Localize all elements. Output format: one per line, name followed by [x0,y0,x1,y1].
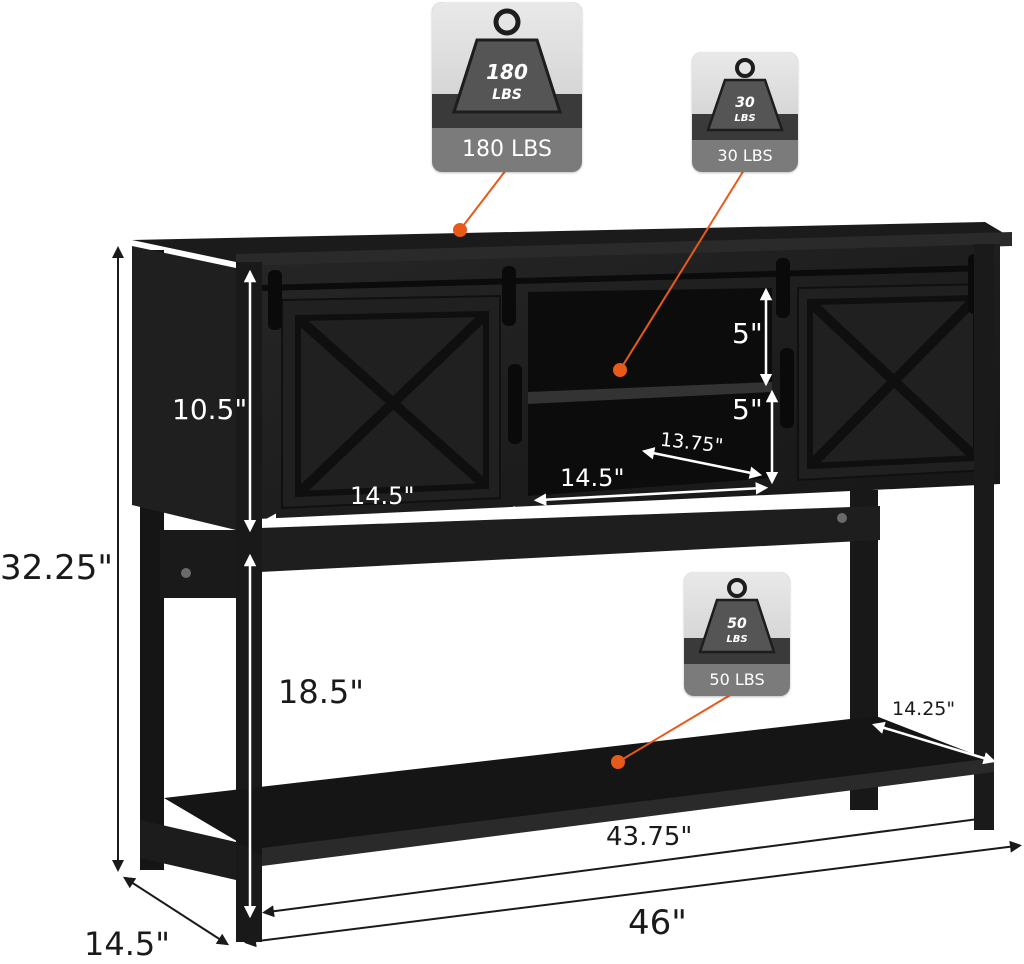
cabinet-height-label: 10.5" [172,393,248,426]
bottom-side-rail [140,820,236,880]
shelf-depth-line [872,721,996,765]
weight-icon-unit: LBS [726,634,747,645]
total-depth-label: 14.5" [84,925,170,963]
weight-caption: 50 LBS [709,670,765,689]
weight-badge-shelf: 30 LBS 30 LBS [692,52,798,172]
table-top-front [236,232,1012,268]
weight-icon: 180 LBS [432,8,582,128]
total-width-label: 46" [628,903,687,943]
cubby-width-label: 14.5" [560,464,625,492]
weight-icon-number: 180 [486,60,528,84]
cubby-shelf [528,382,772,404]
left-door-handle [508,364,522,444]
front-right-leg [974,244,994,830]
dimension-lines-white [243,269,996,919]
top-callout-line [459,169,507,231]
barn-door-rail [261,265,989,291]
console-table [132,222,1012,942]
dimension-lines [112,246,1022,948]
bolt-icon [181,568,191,578]
weight-icon-number: 30 [735,95,755,111]
cubby-top-label: 5" [732,317,763,350]
door-width-label: 14.5" [350,482,415,510]
total-depth-line [122,876,230,946]
left-door-x-brace-2 [296,312,488,496]
shelf-callout-line [619,169,745,371]
weight-icon-number: 50 [727,616,747,632]
left-side-brace [160,530,236,598]
bottom-callout-dot [611,755,625,769]
total-height-label: 32.25" [0,548,113,588]
weight-icon-unit: LBS [492,87,522,103]
top-callout-dot [453,223,467,237]
cubby-upper [528,288,772,392]
right-door-handle [780,348,794,428]
callouts [459,169,745,763]
left-door-frame [295,310,489,498]
weight-icon-unit: LBS [734,113,755,124]
door-width-line [263,505,527,527]
bolt-icon [837,513,847,523]
cubby-depth-line [641,447,763,479]
door-hanger-icon [502,266,516,326]
weight-badge-top: 180 LBS 180 LBS [432,2,582,172]
shelf-width-label: 43.75" [606,822,693,852]
leg-clearance-label: 18.5" [278,673,364,711]
left-side-panel [132,246,236,530]
cubby-bottom-label: 5" [732,393,763,426]
bottom-callout-line [617,693,733,763]
door-hanger-icon [776,258,790,318]
weight-caption: 180 LBS [462,137,552,162]
shelf-width-line [262,812,992,918]
right-door-x-brace-2 [808,296,978,468]
weight-caption: 30 LBS [717,146,773,165]
front-apron [260,506,880,572]
cubby-width-line [533,482,769,506]
door-hanger-icon [268,270,282,330]
shelf-depth-label: 14.25" [892,698,956,720]
weight-badge-bottom: 50 LBS 50 LBS [684,572,790,696]
weight-icon: 30 LBS [692,58,798,140]
shelf-callout-dot [613,363,627,377]
weight-icon: 50 LBS [684,578,790,664]
